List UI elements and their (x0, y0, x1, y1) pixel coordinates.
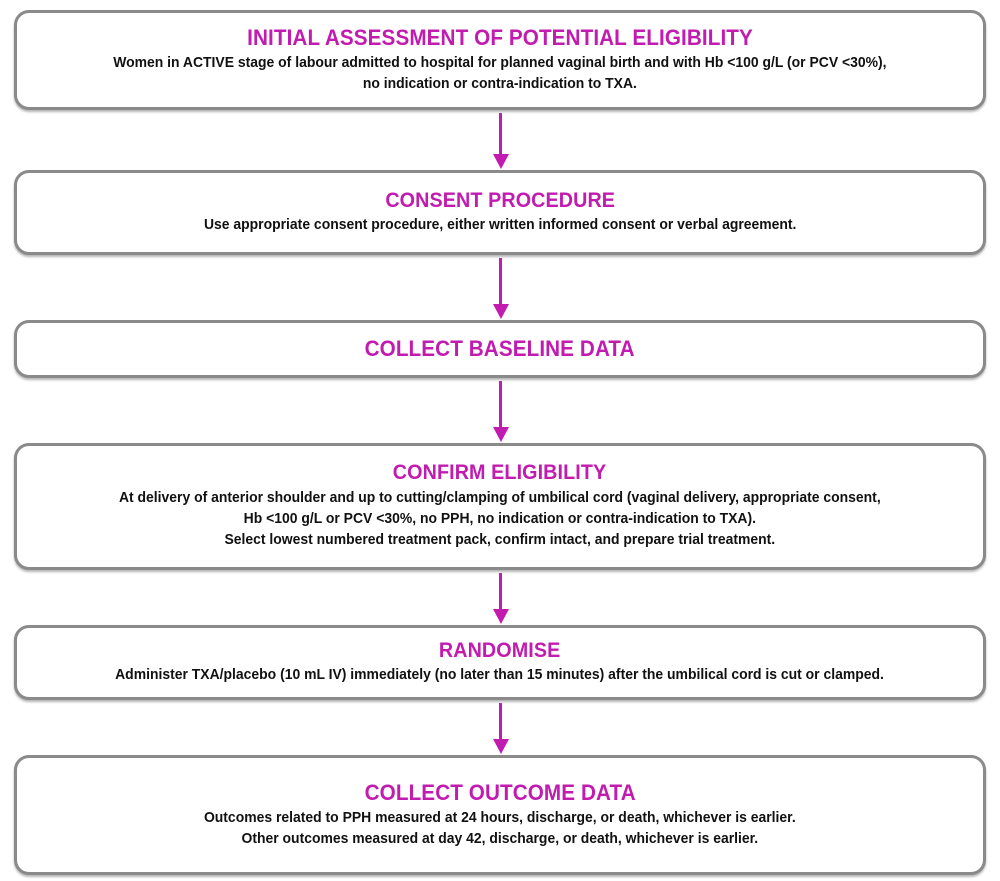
flow-node-body-line: Use appropriate consent procedure, eithe… (203, 217, 797, 234)
flow-node-title: RANDOMISE (439, 638, 561, 662)
arrow-head (493, 154, 509, 169)
flow-node-title: COLLECT OUTCOME DATA (364, 779, 636, 805)
flow-arrow-down-icon (493, 258, 509, 319)
flow-arrow-down-icon (493, 113, 509, 169)
flow-node-body-line: Administer TXA/placebo (10 mL IV) immedi… (115, 667, 885, 684)
flow-node-collect-outcome-data: COLLECT OUTCOME DATA Outcomes related to… (14, 755, 986, 875)
flow-node-title: INITIAL ASSESSMENT OF POTENTIAL ELIGIBIL… (247, 24, 753, 50)
flow-node-confirm-eligibility: CONFIRM ELIGIBILITY At delivery of anter… (14, 443, 986, 570)
arrow-head (493, 609, 509, 624)
flow-node-body-line: Select lowest numbered treatment pack, c… (224, 532, 776, 549)
arrow-head (493, 739, 509, 754)
flow-node-initial-assessment: INITIAL ASSESSMENT OF POTENTIAL ELIGIBIL… (14, 10, 986, 110)
flow-node-body: Outcomes related to PPH measured at 24 h… (204, 808, 796, 850)
flow-node-body: Use appropriate consent procedure, eithe… (204, 215, 796, 236)
arrow-head (493, 427, 509, 442)
flow-arrow-down-icon (493, 573, 509, 624)
flow-node-title: CONSENT PROCEDURE (385, 188, 615, 212)
arrow-stem (499, 258, 502, 305)
flow-node-body: Administer TXA/placebo (10 mL IV) immedi… (116, 665, 885, 686)
flow-node-body-line: Other outcomes measured at day 42, disch… (241, 830, 759, 847)
flow-node-collect-baseline-data: COLLECT BASELINE DATA (14, 320, 986, 378)
flow-node-body-line: Women in ACTIVE stage of labour admitted… (113, 54, 887, 71)
flow-node-body-line: At delivery of anterior shoulder and up … (119, 490, 881, 507)
flow-node-consent-procedure: CONSENT PROCEDURE Use appropriate consen… (14, 170, 986, 255)
flow-arrow-down-icon (493, 381, 509, 442)
flow-node-body-line: Hb <100 g/L or PCV <30%, no PPH, no indi… (243, 511, 757, 528)
arrow-stem (499, 381, 502, 428)
arrow-stem (499, 113, 502, 155)
arrow-head (493, 304, 509, 319)
flow-node-body: Women in ACTIVE stage of labour admitted… (113, 53, 886, 95)
flow-node-body-line: Outcomes related to PPH measured at 24 h… (204, 809, 796, 826)
flow-node-title: CONFIRM ELIGIBILITY (393, 461, 607, 485)
arrow-stem (499, 703, 502, 740)
flow-node-body: At delivery of anterior shoulder and up … (119, 488, 881, 551)
flow-arrow-down-icon (493, 703, 509, 754)
flow-node-body-line: no indication or contra-indication to TX… (362, 75, 638, 92)
flow-node-title: COLLECT BASELINE DATA (364, 336, 636, 362)
arrow-stem (499, 573, 502, 610)
flow-node-randomise: RANDOMISE Administer TXA/placebo (10 mL … (14, 625, 986, 700)
